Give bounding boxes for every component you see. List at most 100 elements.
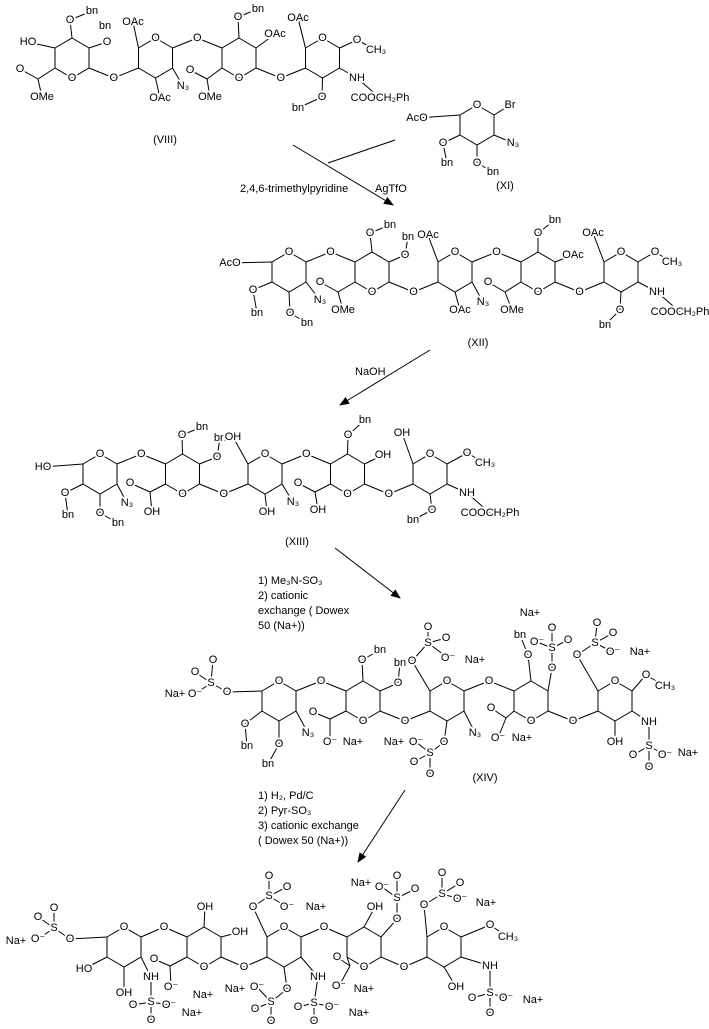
atom-label: O (524, 649, 533, 661)
bond (413, 752, 431, 763)
bond (604, 309, 621, 326)
atom-label: bn (394, 657, 406, 669)
sugar-ring (597, 680, 633, 722)
atom-label: O (651, 246, 660, 258)
bond (463, 710, 476, 734)
sugar-ring (429, 680, 465, 722)
bond (149, 483, 166, 493)
atom-label: O (333, 951, 342, 963)
ring-oxygen: O (440, 921, 449, 933)
compound-label: (XII) (468, 337, 489, 349)
atom-label: O (267, 1015, 276, 1027)
bond (132, 1001, 152, 1006)
bond (19, 68, 39, 80)
glycosidic-oxygen: O (569, 715, 578, 727)
bond (255, 33, 276, 49)
atom-label: Na+ (306, 901, 327, 913)
glycosidic-bond (113, 67, 139, 79)
reagent-step-3-line-3: exchange ( Dowex (258, 605, 350, 617)
bond (321, 77, 323, 98)
atom-label: O (147, 1014, 156, 1026)
bond (314, 483, 331, 493)
atom-label: NH (482, 960, 498, 972)
atom-label: O⁻ (332, 980, 347, 992)
atom-label: bn (214, 432, 226, 444)
atom-label: O⁻ (658, 749, 673, 761)
atom-label: bn (407, 514, 419, 526)
bond (490, 707, 507, 719)
glycosidic-bond (488, 680, 515, 692)
bond (369, 232, 373, 253)
atom-label: Na+ (225, 983, 246, 995)
glycosidic-oxygen: O (137, 448, 146, 460)
atom-label: bn (599, 319, 611, 331)
atom-label: OAc (149, 92, 171, 104)
atom-label: O (16, 63, 25, 75)
bond (442, 134, 461, 144)
reagent-step-3-line-4: 50 (Na+)) (258, 620, 305, 632)
glycosidic-oxygen: O (326, 246, 335, 258)
atom-label: Na+ (351, 877, 372, 889)
glycosidic-bond (404, 710, 431, 722)
atom-label: O (251, 1003, 260, 1015)
bond (194, 682, 212, 695)
glycosidic-oxygen: O (317, 675, 326, 687)
atom-label: Na+ (193, 989, 214, 1001)
bond (427, 642, 449, 659)
glycosidic-oxygen: O (400, 961, 409, 973)
sugar-ring (247, 453, 283, 495)
bond (229, 261, 273, 264)
bond (536, 641, 553, 649)
glycosidic-oxygen: O (485, 675, 494, 687)
reagent-step-4-line-2: 2) Pyr-SO₃ (258, 805, 311, 817)
atom-label: O (310, 1015, 319, 1027)
bond (252, 895, 270, 908)
glycosidic-oxygen: O (160, 921, 169, 933)
bond (244, 723, 248, 747)
atom-label: bn (301, 317, 313, 329)
atom-label: O (548, 662, 557, 674)
glycosidic-bond (463, 680, 490, 692)
atom-label: O (486, 919, 495, 931)
bond (300, 956, 319, 978)
bond (329, 710, 347, 720)
bond (443, 966, 457, 988)
bond (27, 41, 56, 49)
atom-label: bn (441, 157, 453, 169)
atom-label: O (548, 622, 557, 634)
atom-label: Na+ (384, 736, 405, 748)
bond (554, 254, 574, 263)
bond (169, 965, 172, 988)
bond (314, 491, 319, 511)
atom-labels: OOOOOOOHOObnObnOOMeOAcOAcN₃ObnOAcOOMeOAc… (14, 1, 412, 148)
reagent-step-4-line-4: ( Dowex 50 (Na+)) (258, 835, 348, 847)
glycosidic-oxygen: O (219, 488, 228, 500)
atom-label: O (473, 157, 482, 169)
bond (519, 634, 529, 656)
compound-label: (VIII) (153, 134, 177, 146)
atom-label: O (309, 706, 318, 718)
ring-oxygen: O (360, 961, 369, 973)
atom-label: HO (35, 461, 52, 473)
bond (356, 39, 377, 51)
atom-label: S (50, 922, 57, 934)
atom-label: AcO (219, 257, 241, 269)
atom-label: S (207, 677, 214, 689)
bond (338, 965, 351, 987)
atom-label: N₃ (314, 294, 326, 306)
bond (411, 642, 429, 662)
reagents: 2,4,6-trimethylpyridine AgTfO NaOH 1) Me… (240, 183, 407, 847)
atom-label: AcO (406, 112, 428, 124)
atom-label: O (393, 870, 402, 882)
atom-label: O (428, 504, 437, 516)
atom-label: bn (252, 3, 264, 15)
bond (631, 674, 647, 692)
molecule-VIII: OOOOOOOHOObnObnOOMeOAcOAcN₃ObnOAcOOMeOAc… (14, 1, 412, 148)
bond (149, 491, 153, 513)
ring-oxygen: O (275, 675, 284, 687)
atom-label: OH (448, 981, 465, 993)
bond (497, 717, 507, 739)
